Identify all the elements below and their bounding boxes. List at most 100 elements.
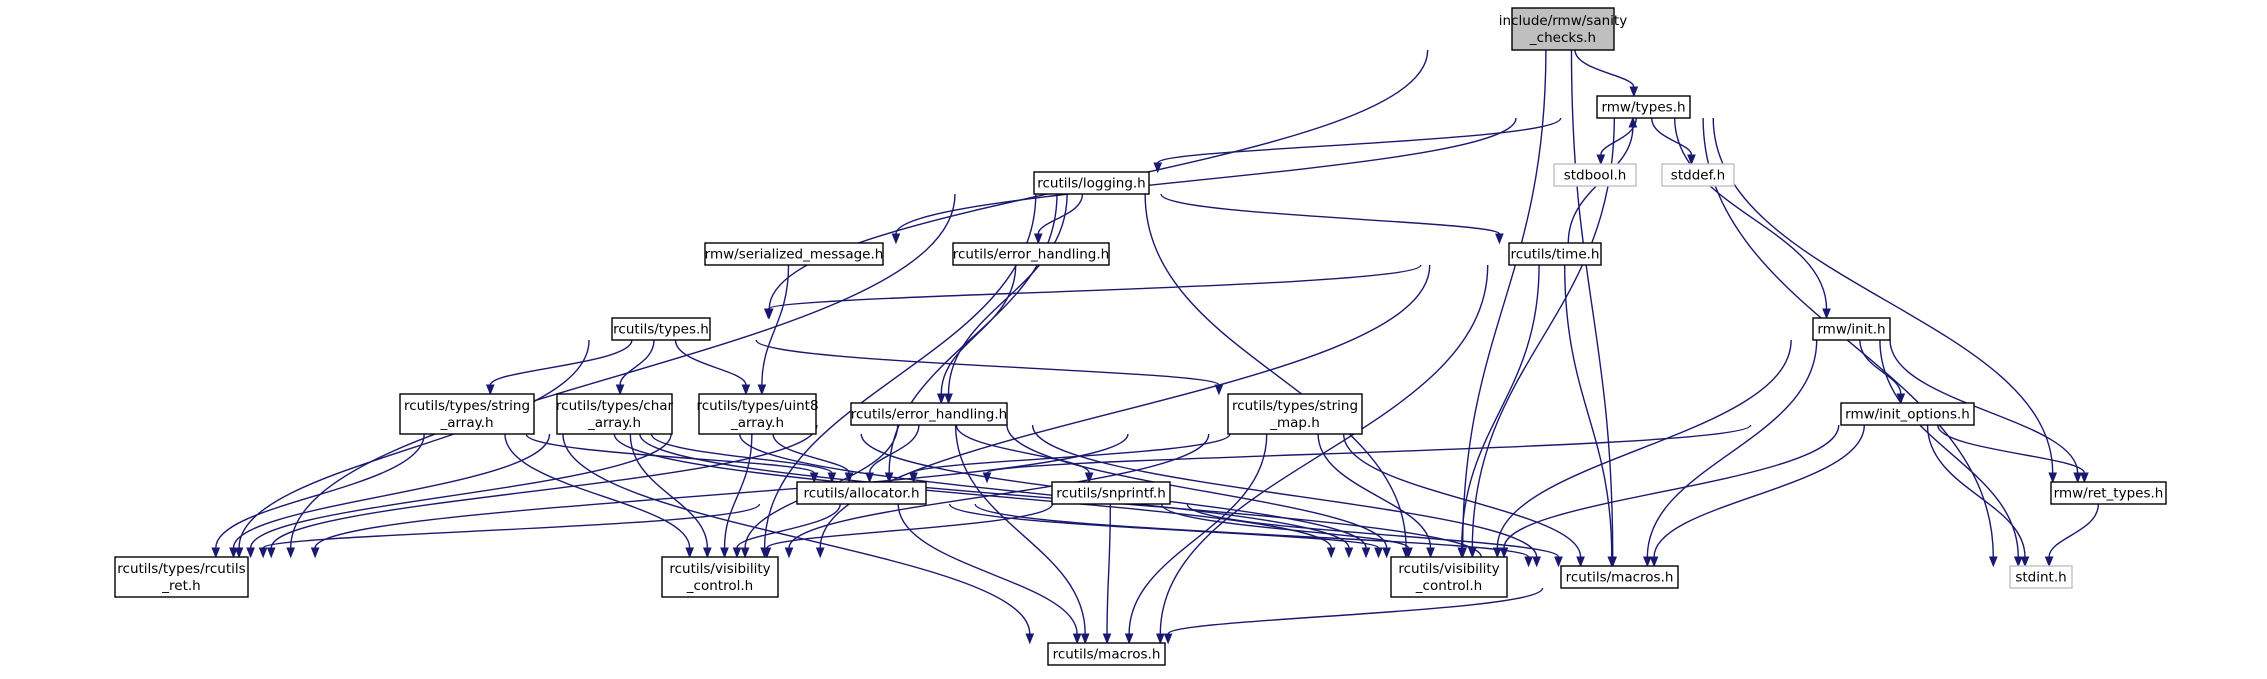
arrowhead bbox=[2020, 556, 2030, 568]
edge-line bbox=[232, 433, 551, 549]
arrowhead bbox=[310, 547, 320, 559]
node-string_map[interactable]: rcutils/types/string_map.h bbox=[1227, 393, 1363, 435]
arrowhead bbox=[1649, 556, 1659, 568]
arrowhead bbox=[1033, 233, 1043, 245]
node-box bbox=[1390, 556, 1508, 598]
node-rmw_types[interactable]: rmw/types.h bbox=[1596, 95, 1691, 119]
edge-string_map-to-macros_bottom bbox=[1124, 433, 1268, 645]
node-label: _checks.h bbox=[1529, 30, 1596, 46]
node-label: rcutils/macros.h bbox=[1053, 647, 1161, 663]
edge-allocator-to-vis_left bbox=[732, 503, 841, 559]
edge-line bbox=[772, 433, 850, 474]
nodes-layer: include/rmw/sanity_checks.hrmw/types.hst… bbox=[114, 7, 2167, 666]
edge-logging-to-err_handling bbox=[944, 193, 1068, 405]
node-stdbool: stdbool.h bbox=[1553, 163, 1637, 187]
edge-line bbox=[1144, 193, 1407, 549]
node-box bbox=[704, 242, 884, 266]
edge-line bbox=[895, 117, 1517, 235]
node-label: rcutils/time.h bbox=[1511, 247, 1600, 263]
edge-line bbox=[629, 433, 709, 549]
edge-line bbox=[1128, 433, 1268, 635]
arrowhead bbox=[1084, 472, 1094, 484]
edge-line bbox=[249, 433, 672, 549]
edge-err_handling-to-macros_right bbox=[1031, 424, 1541, 568]
arrowhead bbox=[763, 308, 773, 320]
node-vis_left[interactable]: rcutils/visibility_control.h bbox=[661, 556, 779, 598]
node-label: rcutils/types/string bbox=[1232, 398, 1358, 414]
arrowhead bbox=[229, 547, 238, 559]
node-rcutils_types[interactable]: rcutils/types.h bbox=[611, 317, 711, 341]
node-snprintf[interactable]: rcutils/snprintf.h bbox=[1051, 481, 1171, 505]
node-label: rcutils/types/rcutils bbox=[117, 561, 245, 577]
node-macros_bottom[interactable]: rcutils/macros.h bbox=[1047, 642, 1166, 666]
arrowhead bbox=[784, 547, 794, 559]
node-rcutils_ret[interactable]: rcutils/types/rcutils_ret.h bbox=[114, 556, 249, 598]
arrowhead bbox=[1382, 547, 1391, 559]
node-label: rmw/init.h bbox=[1817, 322, 1885, 338]
node-err_handling[interactable]: rcutils/error_handling.h bbox=[850, 402, 1008, 426]
node-label: rcutils/snprintf.h bbox=[1056, 486, 1166, 502]
arrowhead bbox=[1607, 556, 1617, 568]
edge-line bbox=[2048, 503, 2100, 558]
edge-line bbox=[761, 264, 790, 386]
edge-string_map-to-macros_right bbox=[1342, 433, 1585, 568]
arrowhead bbox=[865, 472, 874, 484]
node-label: _array.h bbox=[587, 415, 641, 431]
edge-char_array-to-vis_left bbox=[629, 433, 712, 559]
node-logging[interactable]: rcutils/logging.h bbox=[1033, 171, 1150, 195]
edge-line bbox=[897, 503, 1078, 635]
arrowhead bbox=[685, 547, 694, 559]
edge-line bbox=[525, 433, 815, 474]
node-label: _array.h bbox=[730, 415, 784, 431]
arrowhead bbox=[1499, 547, 1509, 559]
edge-logging-to-time bbox=[1160, 193, 1504, 245]
node-rmw_init[interactable]: rmw/init.h bbox=[1812, 317, 1891, 341]
edge-char_array-to-vis_mid bbox=[738, 433, 1354, 559]
arrowhead bbox=[1080, 633, 1090, 645]
node-init_options[interactable]: rmw/init_options.h bbox=[1840, 402, 1975, 426]
node-char_array[interactable]: rcutils/types/char_array.h bbox=[556, 393, 674, 435]
edge-line bbox=[1161, 503, 1410, 549]
node-box bbox=[1033, 171, 1150, 195]
edge-snprintf-to-vis_mid bbox=[1161, 503, 1413, 559]
arrowhead bbox=[1072, 633, 1082, 645]
node-box bbox=[1227, 393, 1363, 435]
node-box bbox=[1840, 402, 1975, 426]
node-box bbox=[1812, 317, 1891, 341]
node-box bbox=[1560, 565, 1679, 589]
node-box bbox=[1661, 163, 1735, 187]
node-uint8_array[interactable]: rcutils/types/uint8_array.h bbox=[696, 393, 819, 435]
node-serialized[interactable]: rmw/serialized_message.h bbox=[704, 242, 884, 266]
arrowhead bbox=[757, 384, 767, 396]
edge-rcutils_types-to-char_array bbox=[615, 339, 655, 396]
node-label: rcutils/logging.h bbox=[1037, 176, 1145, 192]
arrowhead bbox=[258, 547, 268, 559]
node-string_array[interactable]: rcutils/types/string_array.h bbox=[399, 393, 535, 435]
arrowhead bbox=[1326, 547, 1336, 559]
arrowhead bbox=[809, 472, 819, 484]
node-err_handling_small[interactable]: rcutils/error_handling.h bbox=[952, 242, 1110, 266]
edges-layer bbox=[211, 49, 2100, 645]
arrowhead bbox=[741, 384, 751, 396]
edge-line bbox=[940, 264, 1017, 395]
arrowhead bbox=[703, 547, 712, 559]
arrowhead bbox=[234, 547, 244, 559]
node-macros_right[interactable]: rcutils/macros.h bbox=[1560, 565, 1679, 589]
edge-allocator-to-macros_right bbox=[974, 503, 1533, 568]
node-box bbox=[850, 402, 1008, 426]
edge-time-to-rcutils_types bbox=[763, 264, 1422, 320]
edge-line bbox=[1037, 193, 1084, 235]
node-label: rmw/init_options.h bbox=[1845, 407, 1970, 423]
node-ret_types[interactable]: rmw/ret_types.h bbox=[2050, 481, 2167, 505]
edge-line bbox=[1889, 339, 2079, 474]
node-time[interactable]: rcutils/time.h bbox=[1508, 242, 1602, 266]
node-vis_mid[interactable]: rcutils/visibility_control.h bbox=[1390, 556, 1508, 598]
edge-line bbox=[1503, 424, 1840, 549]
edge-line bbox=[1936, 424, 2086, 474]
edge-line bbox=[738, 433, 1350, 549]
node-allocator[interactable]: rcutils/allocator.h bbox=[796, 481, 927, 505]
arrowhead bbox=[615, 384, 625, 396]
edge-line bbox=[974, 503, 1530, 558]
edge-line bbox=[1106, 503, 1112, 635]
arrowhead bbox=[2048, 472, 2058, 484]
